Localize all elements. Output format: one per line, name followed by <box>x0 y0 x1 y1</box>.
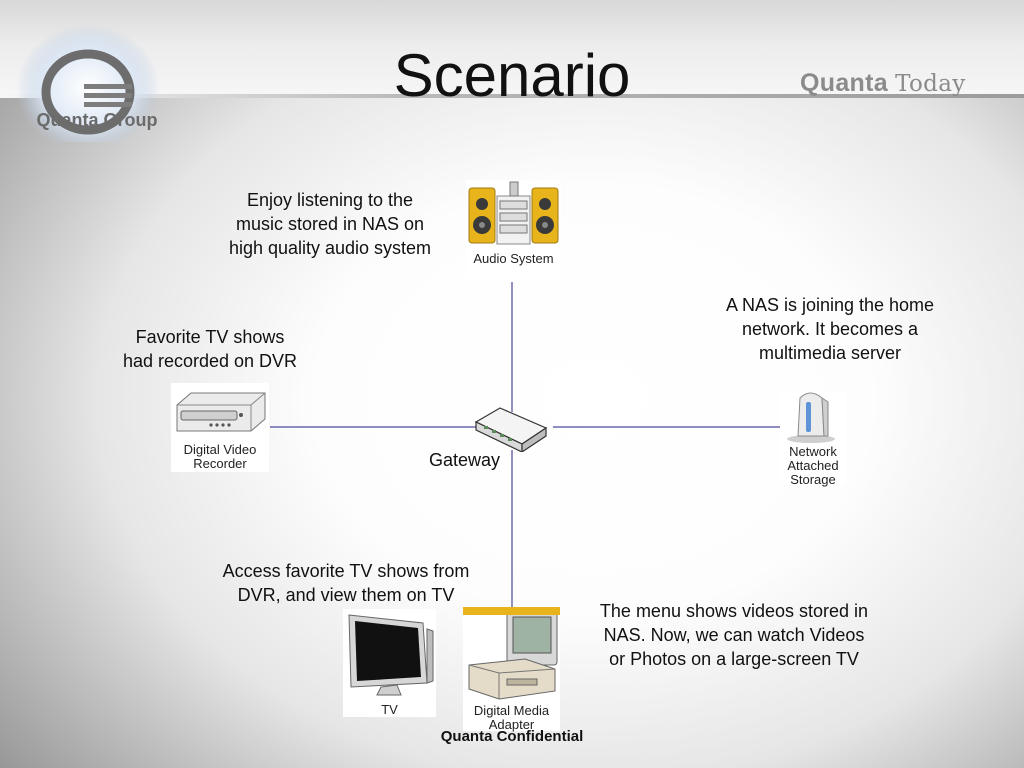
logo-text: Quanta Group <box>36 110 158 130</box>
note-dvr: Favorite TV shows had recorded on DVR <box>100 325 320 373</box>
brand-bold: Quanta <box>800 69 888 97</box>
dvr-icon <box>176 392 266 432</box>
quanta-group-logo <box>16 24 160 142</box>
quanta-today-brand: Quanta Today <box>800 68 966 99</box>
note-nas: A NAS is joining the home network. It be… <box>695 293 965 365</box>
media-adapter-device: Digital Media Adapter <box>463 607 560 732</box>
nas-device: Network Attached Storage <box>780 392 846 487</box>
note-nas-line: A NAS is joining the home <box>725 295 935 315</box>
nas-icon <box>787 392 835 443</box>
note-dvr-line: had recorded on DVR <box>122 351 298 371</box>
note-audio-line: high quality audio system <box>228 238 432 258</box>
media-adapter-label: Digital Media Adapter <box>473 703 550 732</box>
note-tv: Access favorite TV shows from DVR, and v… <box>196 559 496 607</box>
dvr-device: Digital Video Recorder <box>171 383 269 472</box>
media-adapter-icon <box>468 610 558 700</box>
slide-title: Scenario <box>393 42 631 109</box>
tv-label: TV <box>381 702 398 717</box>
brand-light: Today <box>895 71 966 97</box>
footer-confidential: Quanta Confidential <box>440 728 584 745</box>
note-audio-line: music stored in NAS on <box>235 214 425 234</box>
note-menu-line: or Photos on a large-screen TV <box>609 649 859 669</box>
tv-device: TV <box>343 609 436 717</box>
dvr-label: Digital Video Recorder <box>183 442 257 471</box>
note-menu-line: The menu shows videos stored in <box>599 601 869 621</box>
gateway-label: Gateway <box>429 450 501 470</box>
audio-system-icon <box>468 181 559 245</box>
adapter-accent-bar <box>463 607 560 615</box>
nas-label: Network Attached Storage <box>787 444 839 487</box>
note-tv-line: Access favorite TV shows from <box>222 561 470 581</box>
note-dvr-line: Favorite TV shows <box>135 327 285 347</box>
audio-system-device: Audio System <box>466 180 561 281</box>
note-menu: The menu shows videos stored in NAS. Now… <box>568 599 900 671</box>
note-tv-line: DVR, and view them on TV <box>237 585 455 605</box>
note-menu-line: NAS. Now, we can watch Videos <box>603 625 865 645</box>
title-band <box>0 0 1024 98</box>
note-audio-line: Enjoy listening to the <box>246 190 414 210</box>
note-nas-line: network. It becomes a <box>741 319 919 339</box>
gateway-router-icon <box>474 407 548 452</box>
note-audio: Enjoy listening to the music stored in N… <box>200 188 460 260</box>
audio-system-label: Audio System <box>473 251 554 266</box>
note-nas-line: multimedia server <box>758 343 902 363</box>
tv-icon <box>348 614 434 696</box>
